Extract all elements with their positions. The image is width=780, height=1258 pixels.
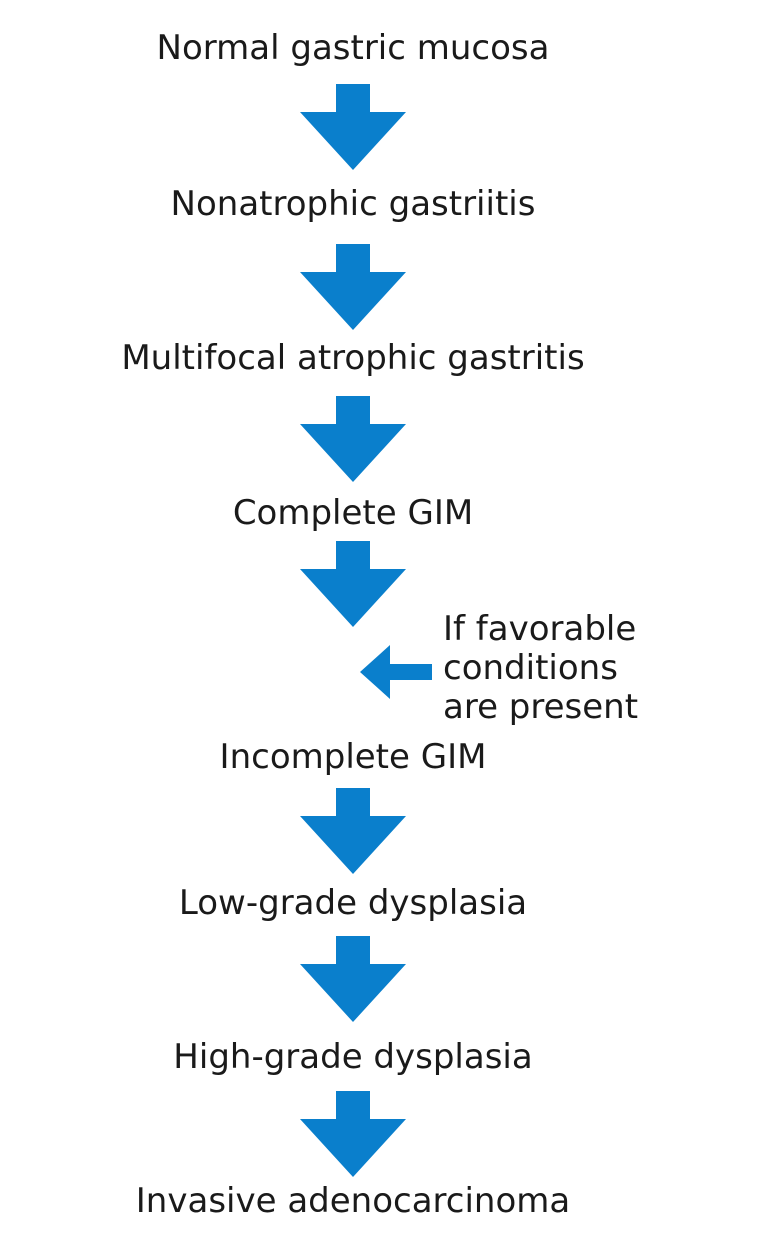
left-arrow-icon <box>360 645 432 699</box>
down-arrow-icon <box>300 1091 406 1177</box>
note-line: are present <box>443 687 639 727</box>
stage-normal-gastric-mucosa: Normal gastric mucosa <box>156 28 550 68</box>
note-line: If favorable <box>443 609 637 649</box>
stage-low-grade-dysplasia: Low-grade dysplasia <box>178 883 528 923</box>
stage-nonatrophic-gastritis: Nonatrophic gastriitis <box>170 184 536 224</box>
favorable-conditions-note: If favorable conditions are present <box>443 610 763 727</box>
down-arrow-icon <box>300 396 406 482</box>
stage-invasive-adenocarcinoma: Invasive adenocarcinoma <box>135 1181 571 1221</box>
stage-high-grade-dysplasia: High-grade dysplasia <box>173 1037 533 1077</box>
note-line: conditions <box>443 648 618 688</box>
stage-incomplete-gim: Incomplete GIM <box>219 737 487 777</box>
stage-complete-gim: Complete GIM <box>232 493 474 533</box>
down-arrow-icon <box>300 788 406 874</box>
down-arrow-icon <box>300 541 406 627</box>
down-arrow-icon <box>300 84 406 170</box>
down-arrow-icon <box>300 244 406 330</box>
stage-multifocal-atrophic-gastritis: Multifocal atrophic gastritis <box>121 338 585 378</box>
down-arrow-icon <box>300 936 406 1022</box>
